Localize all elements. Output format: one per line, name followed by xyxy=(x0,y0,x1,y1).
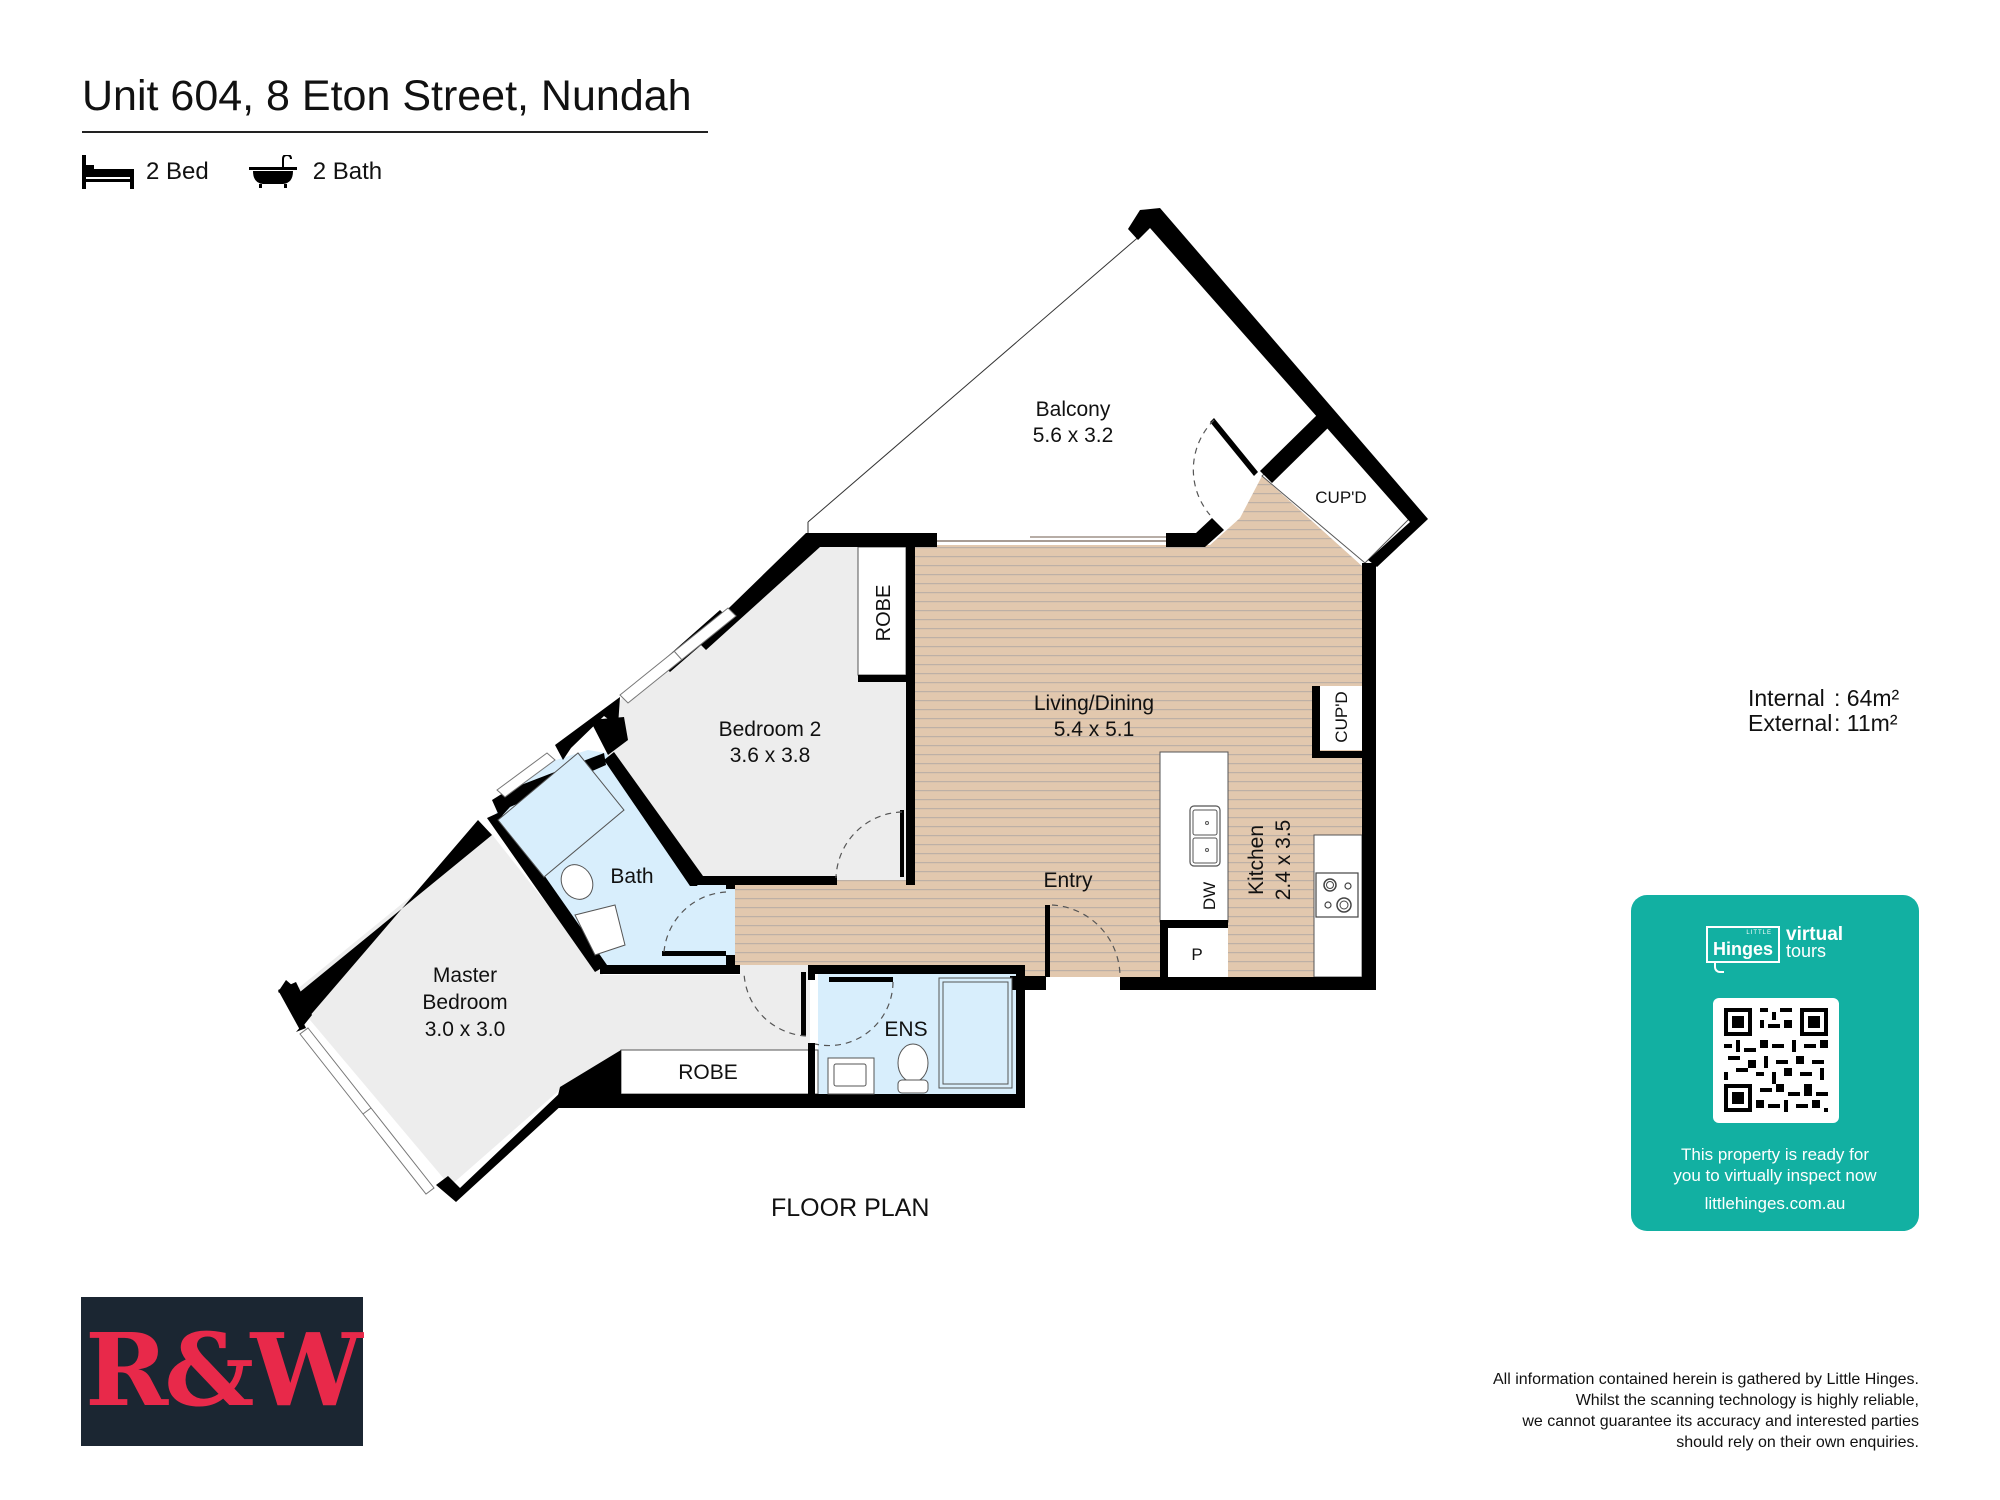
title-divider xyxy=(82,131,708,133)
ensuite-toilet-icon xyxy=(897,1043,929,1083)
kitchen-size: 2.4 x 3.5 xyxy=(1272,820,1295,901)
toilet-icon xyxy=(560,864,594,900)
kitchen-label: Kitchen xyxy=(1245,825,1268,895)
area-summary: Internal : 64m² External : 11m² xyxy=(1748,686,1899,736)
bedroom2-floor xyxy=(604,547,906,880)
floor-plan-caption: FLOOR PLAN xyxy=(771,1194,930,1222)
bedroom2-robe-label: ROBE xyxy=(873,585,895,642)
pantry-label: P xyxy=(1191,945,1202,964)
bath-label: Bath xyxy=(610,865,653,888)
pantry xyxy=(1168,928,1228,977)
internal-area: Internal : 64m² xyxy=(1748,686,1899,711)
property-features: 2 Bed 2 Bath xyxy=(82,153,422,190)
living-cupboard-label: CUP'D xyxy=(1332,691,1351,742)
windows xyxy=(299,607,737,1195)
virtual-tour-url[interactable]: littlehinges.com.au xyxy=(1704,1194,1846,1213)
internal-area-label: Internal xyxy=(1748,685,1825,711)
balcony-size: 5.6 x 3.2 xyxy=(1033,424,1114,447)
agency-logo-text: R&W xyxy=(85,1311,363,1429)
speech-bubble-icon: LITTLE Hinges xyxy=(1706,926,1781,973)
master-label-line1: Master xyxy=(433,964,497,987)
living-label: Living/Dining xyxy=(1034,692,1154,715)
door-swings xyxy=(663,419,1215,1047)
little-hinges-logo: LITTLE Hinges virtual tours xyxy=(1706,925,1843,973)
balcony-label: Balcony xyxy=(1036,398,1111,421)
beds-label: 2 Bed xyxy=(146,158,209,185)
baths-label: 2 Bath xyxy=(312,158,383,185)
qr-code-icon xyxy=(1724,1008,1828,1112)
bedroom2-label: Bedroom 2 xyxy=(719,718,822,741)
virtual-tour-message: This property is ready for you to virtua… xyxy=(1673,1145,1877,1185)
bathtub-icon xyxy=(248,153,301,189)
balcony-balustrade xyxy=(807,233,1143,523)
feature-baths: 2 Bath xyxy=(248,153,383,189)
cooktop-icon xyxy=(1315,872,1359,918)
master-robe-label: ROBE xyxy=(678,1061,738,1084)
living-size: 5.4 x 5.1 xyxy=(1054,718,1135,741)
feature-beds: 2 Bed xyxy=(82,155,209,189)
bed-icon xyxy=(82,155,134,189)
entry-floor xyxy=(735,880,1046,965)
dishwasher-label: DW xyxy=(1200,882,1219,910)
master-size: 3.0 x 3.0 xyxy=(425,1018,506,1041)
property-title: Unit 604, 8 Eton Street, Nundah xyxy=(82,72,692,120)
ensuite-fixtures xyxy=(827,977,1013,1095)
living-cupboard xyxy=(1319,686,1362,750)
balcony-floor xyxy=(808,214,1420,563)
external-area-value: : 11m² xyxy=(1834,710,1898,736)
master-label-line2: Bedroom xyxy=(422,991,507,1014)
ensuite-label: ENS xyxy=(884,1018,927,1041)
entry-label: Entry xyxy=(1043,869,1093,892)
balcony-cupboard-label: CUP'D xyxy=(1315,488,1366,507)
disclaimer: All information contained herein is gath… xyxy=(1492,1371,1919,1451)
agency-logo: R&W xyxy=(81,1297,363,1446)
sink-icon xyxy=(1189,805,1221,867)
bedroom2-size: 3.6 x 3.8 xyxy=(730,744,811,767)
internal-area-value: : 64m² xyxy=(1834,685,1900,711)
master-bedroom-floor xyxy=(290,832,810,1186)
qr-code[interactable] xyxy=(1713,998,1839,1123)
virtual-tour-card[interactable]: LITTLE Hinges virtual tours This propert… xyxy=(1631,895,1919,1231)
external-area-label: External xyxy=(1748,710,1833,736)
master-robe xyxy=(620,1049,819,1095)
bath-fixtures xyxy=(497,752,626,956)
external-area: External : 11m² xyxy=(1748,711,1899,736)
